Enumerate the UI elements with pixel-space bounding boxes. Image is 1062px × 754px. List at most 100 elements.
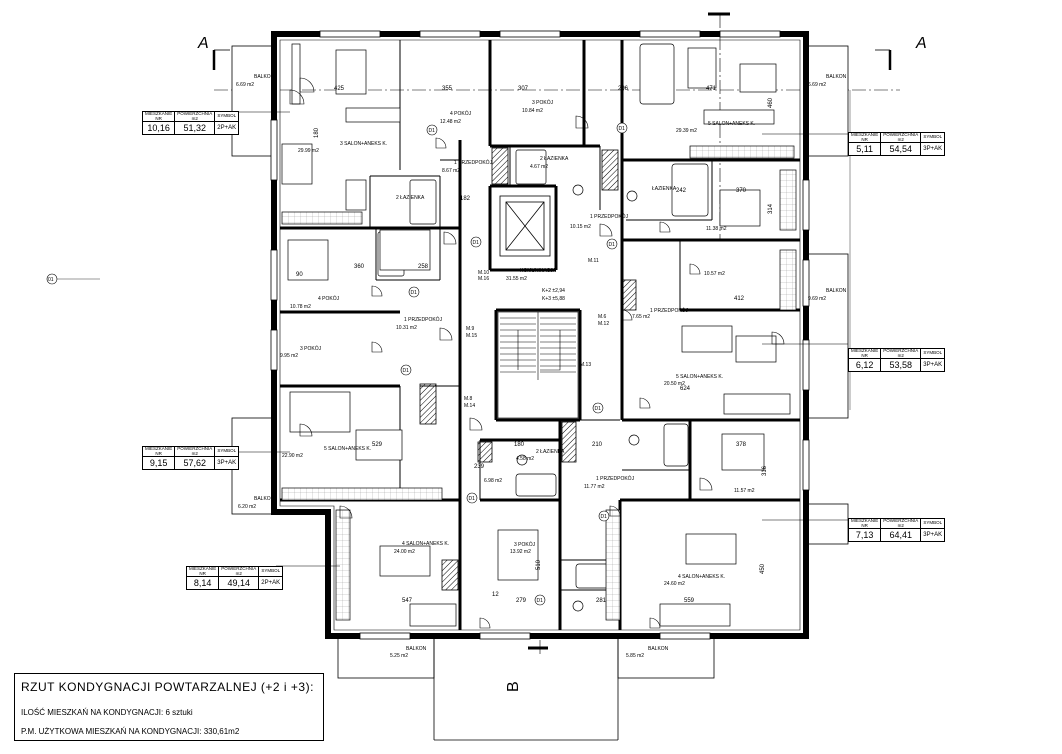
apartment-symbol: 3P+AK — [920, 528, 946, 542]
dim: 182 — [460, 196, 471, 202]
dim: 296 — [618, 86, 629, 92]
markers: K+2 ±2,94 K+3 ±5,88 M.10 M.16 M.11 M.9 M… — [46, 258, 609, 409]
marker: M.11 — [588, 258, 599, 264]
room-przedpokoj-s2-area: 6.98 m2 — [484, 478, 502, 484]
staircase — [497, 311, 579, 419]
dim: 307 — [518, 86, 529, 92]
balconies — [231, 45, 849, 679]
shafts — [419, 147, 637, 591]
dim: 239 — [474, 464, 485, 470]
table-header-symbol: SYMBOL — [920, 132, 946, 143]
room-komunikacja: KOMUNIKACJA — [520, 268, 557, 274]
room-lazienka-1: 2 ŁAZIENKA — [540, 156, 569, 162]
door-swing — [639, 397, 651, 409]
door-swing — [649, 617, 661, 629]
terrace — [433, 636, 619, 741]
room-salon-w-area: 22.90 m2 — [282, 453, 303, 459]
apartment-symbol: 2P+AK — [258, 576, 284, 590]
door-swing — [299, 423, 313, 437]
table-header-symbol: SYMBOL — [214, 446, 240, 457]
dim: 425 — [334, 86, 345, 92]
dim: 624 — [680, 386, 691, 392]
dimensions: 425 355 307 296 471 182 360 258 242 370 … — [296, 86, 774, 604]
balcony-area: 6.69 m2 — [236, 82, 254, 88]
door-swing — [299, 77, 315, 93]
table-header-symbol: SYMBOL — [258, 566, 284, 577]
thin-partitions — [369, 40, 713, 591]
apartment-nr: 5,11 — [847, 142, 882, 156]
room-pokoj-w2-area: 9.95 m2 — [280, 353, 298, 359]
room-lazienka-s-area: 4.58 m2 — [516, 456, 534, 462]
balcony-label: BALKON — [254, 74, 275, 80]
grid-marker: 01 — [48, 277, 54, 283]
marker: M.10 — [478, 270, 489, 276]
door-swing — [371, 341, 383, 353]
apartment-symbol: 2P+AK — [214, 121, 240, 135]
apartment-nr: 7,13 — [847, 528, 882, 542]
room-komunikacja-area: 31.55 m2 — [506, 276, 527, 282]
section-mark-a-left: A — [197, 35, 209, 52]
room-przedpokoj-2: 1 PRZEDPOKÓJ — [590, 213, 629, 220]
door-type-label: D1 — [537, 598, 544, 604]
room-przedpokoj-1-area: 8.67 m2 — [442, 168, 460, 174]
room-pokoj-se-area: 11.57 m2 — [734, 488, 755, 494]
apartment-area: 49,14 — [218, 576, 260, 590]
balcony-area: 5.85 m2 — [626, 653, 644, 659]
dim: 279 — [516, 598, 527, 604]
dim: 471 — [706, 86, 717, 92]
door-type-label: D1 — [469, 496, 476, 502]
dim: 360 — [354, 264, 365, 270]
marker: M.8 — [464, 396, 473, 402]
dim: 355 — [442, 86, 453, 92]
door-type-label: D1 — [619, 126, 626, 132]
door-type-label: D1 — [601, 514, 608, 520]
door-type-label: D1 — [403, 368, 410, 374]
room-pokoj-w2: 3 POKÓJ — [300, 345, 322, 352]
room-pokoj-e2-area: 10.57 m2 — [704, 271, 725, 277]
room-lazienka-w: 2 ŁAZIENKA — [396, 195, 425, 201]
building-outline — [271, 31, 809, 639]
room-salon-e-area: 20.50 m2 — [664, 381, 685, 387]
section-mark-a-right: A — [915, 35, 927, 52]
door-swing — [621, 309, 633, 321]
room-przedpokoj-1: 1 PRZEDPOKÓJ — [454, 159, 493, 166]
door-type-label: D1 — [473, 240, 480, 246]
dim: 316 — [762, 465, 768, 476]
door-swing — [443, 231, 457, 245]
balcony-labels: BALKON 6.69 m2 BALKON 6.69 m2 BALKON 9.6… — [236, 74, 847, 659]
apartment-area: 64,41 — [880, 528, 922, 542]
door-swing — [659, 221, 671, 233]
dim: 412 — [734, 296, 745, 302]
dim: 559 — [684, 598, 695, 604]
marker: M.6 — [598, 314, 607, 320]
room-pokoj-n2-area: 10.84 m2 — [522, 108, 543, 114]
room-salon-se: 4 SALON+ANEKS K. — [678, 574, 725, 580]
door-swing — [469, 417, 483, 431]
room-lazienka-s: 2 ŁAZIENKA — [536, 449, 565, 455]
balcony-label: BALKON — [254, 496, 275, 502]
dim: 210 — [592, 442, 603, 448]
elevation-mark: K+2 ±2,94 — [542, 288, 565, 294]
dim: 242 — [676, 188, 687, 194]
apartment-area: 51,32 — [174, 121, 216, 135]
door-swing — [575, 115, 589, 129]
dim: 450 — [760, 563, 766, 574]
room-labels: 3 SALON+ANEKS K. 29.99 m2 4 POKÓJ 12.48 … — [280, 99, 755, 587]
dim: 180 — [514, 442, 525, 448]
marker: M.15 — [466, 333, 477, 339]
fixtures — [281, 43, 797, 627]
room-przedpokoj-s1-area: 11.77 m2 — [584, 484, 605, 490]
apartment-nr: 8,14 — [185, 576, 220, 590]
